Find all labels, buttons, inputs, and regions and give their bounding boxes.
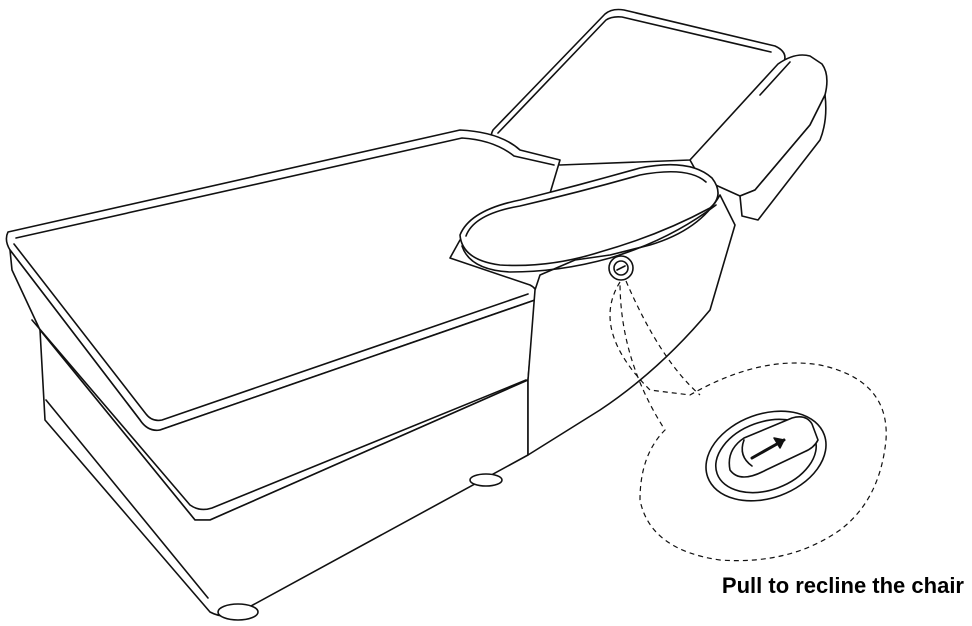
armrest — [459, 163, 736, 456]
pull-handle-detail — [705, 410, 827, 502]
handle-callout — [609, 280, 887, 562]
backrest — [490, 8, 828, 221]
instruction-caption: Pull to recline the chair — [721, 573, 964, 598]
chair-base — [9, 249, 536, 621]
